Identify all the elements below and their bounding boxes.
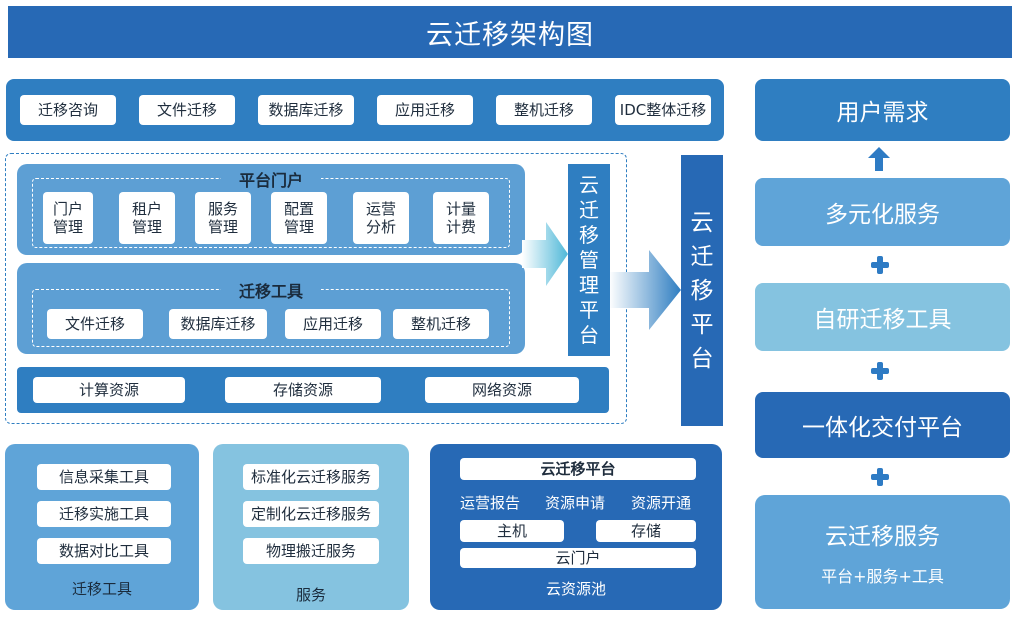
portal-item: 计量计费 [433,192,489,244]
platform-link: 资源申请 [545,494,606,512]
resource-item: 存储资源 [225,377,381,403]
platform-link: 运营报告 [460,494,521,512]
arrow-up-icon [868,147,890,171]
plus-icon [871,468,889,486]
arrow-icon [609,250,681,330]
resource-pool-label: 云资源池 [545,579,606,598]
platform-link: 资源开通 [631,494,692,512]
portal-item: 运营分析 [353,192,409,244]
top-item: 数据库迁移 [258,95,354,125]
resources-bar: 计算资源 存储资源 网络资源 [17,367,609,413]
cloud-migration-service-box: 云迁移服务 平台+服务+工具 [755,495,1010,609]
tool-item: 应用迁移 [285,309,381,339]
storage-box: 存储 [596,520,696,542]
cloud-portal-box: 云门户 [460,548,696,568]
plus-icon [871,256,889,274]
host-box: 主机 [460,520,564,542]
tools-title: 迁移工具 [221,279,321,301]
bottom-tool-item: 信息采集工具 [37,464,171,490]
cloud-platform-column: 云迁移平台 [681,155,723,426]
bottom-tools-label: 迁移工具 [71,579,132,598]
page-title: 云迁移架构图 [426,19,594,51]
bottom-tools-panel: 信息采集工具 迁移实施工具 数据对比工具 迁移工具 [5,444,199,610]
mgmt-platform-column: 云迁移管理平台 [568,164,610,356]
bottom-tool-item: 数据对比工具 [37,538,171,564]
self-tools-box: 自研迁移工具 [755,283,1010,351]
top-item: 应用迁移 [377,95,473,125]
portal-block: 平台门户 门户管理 租户管理 服务管理 配置管理 运营分析 计量计费 [17,164,525,255]
top-item: 文件迁移 [139,95,235,125]
tool-item: 文件迁移 [47,309,143,339]
top-item: IDC整体迁移 [615,95,711,125]
portal-item: 门户管理 [43,192,93,244]
bottom-platform-title: 云迁移平台 [460,458,696,480]
resource-item: 计算资源 [33,377,185,403]
top-item: 迁移咨询 [20,95,116,125]
bottom-services-panel: 标准化云迁移服务 定制化云迁移服务 物理搬迁服务 服务 [213,444,409,610]
tools-block: 迁移工具 文件迁移 数据库迁移 应用迁移 整机迁移 [17,263,525,354]
delivery-platform-box: 一体化交付平台 [755,392,1010,458]
migration-types-bar: 迁移咨询 文件迁移 数据库迁移 应用迁移 整机迁移 IDC整体迁移 [6,79,724,141]
resource-item: 网络资源 [425,377,579,403]
bottom-tool-item: 迁移实施工具 [37,501,171,527]
bottom-service-item: 定制化云迁移服务 [243,501,379,527]
plus-icon [871,362,889,380]
arrow-icon [522,222,568,286]
bottom-platform-panel: 云迁移平台 运营报告 资源申请 资源开通 主机 存储 云门户 云资源池 [430,444,722,610]
diversified-services-box: 多元化服务 [755,178,1010,246]
portal-item: 配置管理 [271,192,327,244]
portal-item: 服务管理 [195,192,251,244]
title-bar: 云迁移架构图 [8,6,1012,58]
portal-title: 平台门户 [221,168,321,190]
bottom-services-label: 服务 [295,585,326,604]
user-needs-box: 用户需求 [755,79,1010,141]
tool-item: 数据库迁移 [169,309,267,339]
bottom-service-item: 物理搬迁服务 [243,538,379,564]
tool-item: 整机迁移 [393,309,489,339]
top-item: 整机迁移 [496,95,592,125]
portal-item: 租户管理 [119,192,175,244]
bottom-service-item: 标准化云迁移服务 [243,464,379,490]
